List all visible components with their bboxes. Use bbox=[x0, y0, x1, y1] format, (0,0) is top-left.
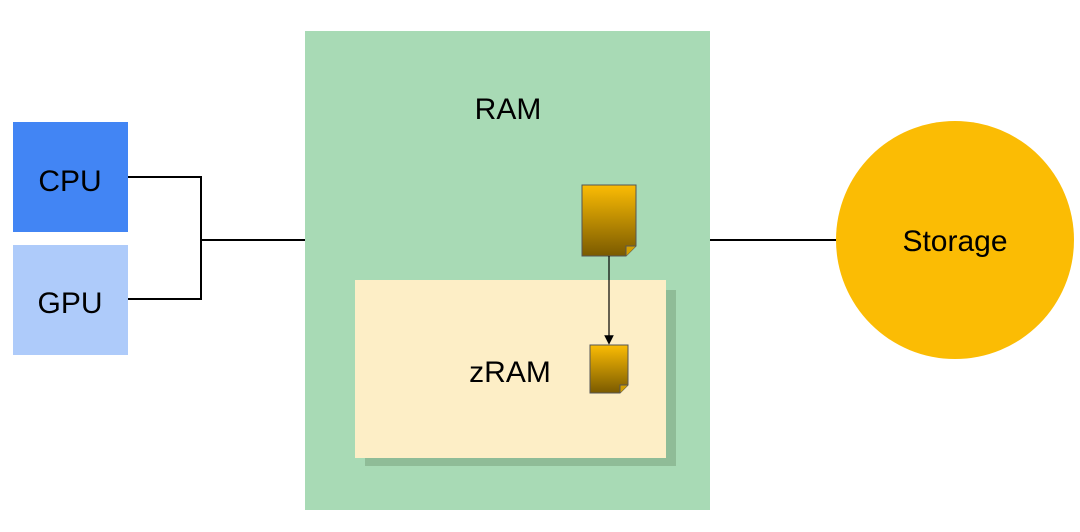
zram-label: zRAM bbox=[469, 356, 551, 389]
compressed-page-icon bbox=[589, 344, 629, 394]
cpu-connector bbox=[128, 176, 202, 240]
storage-circle-shape bbox=[836, 121, 1074, 359]
ram-label: RAM bbox=[475, 93, 542, 126]
connectors bbox=[128, 176, 836, 300]
storage-label: Storage bbox=[902, 225, 1007, 258]
gpu-box-rect bbox=[13, 245, 128, 355]
page-icon bbox=[581, 184, 637, 257]
gpu-box: GPU bbox=[13, 245, 128, 355]
storage-circle: Storage bbox=[836, 121, 1074, 359]
cpu-box-rect bbox=[13, 122, 128, 232]
cpu-label: CPU bbox=[38, 165, 101, 198]
cpu-box: CPU bbox=[13, 122, 128, 232]
gpu-connector bbox=[128, 240, 202, 300]
gpu-label: GPU bbox=[37, 287, 102, 320]
